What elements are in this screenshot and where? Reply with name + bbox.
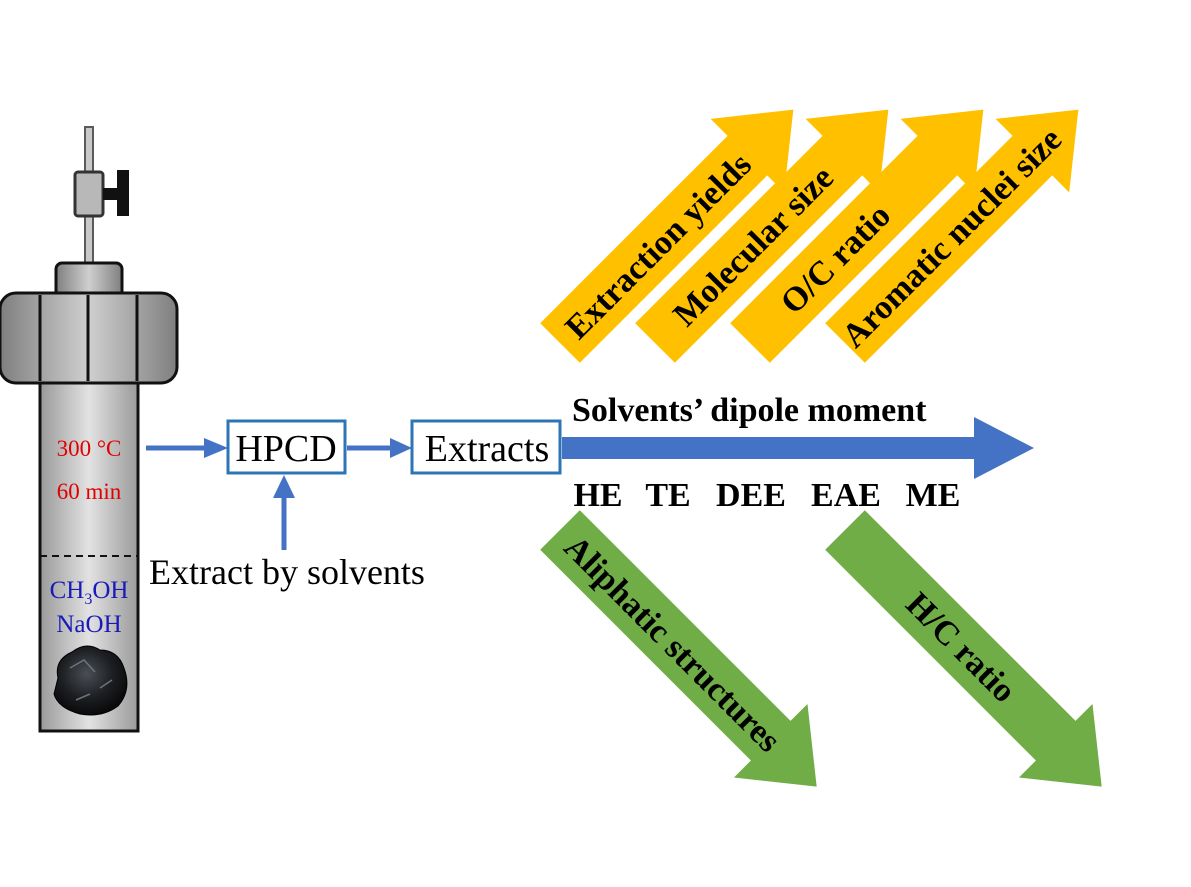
reactor-vessel — [0, 126, 179, 733]
dipole-moment-arrow — [562, 417, 1034, 479]
valve-body — [73, 170, 105, 218]
solvent-input-arrow — [273, 475, 295, 550]
solvent-me: ME — [906, 477, 961, 514]
time-label: 60 min — [57, 479, 122, 504]
dipole-moment-label: Solvents’ dipole moment — [572, 392, 927, 429]
trend-arrow-aliphatic-structures: Aliphatic structures — [540, 510, 817, 787]
trend-label-hc-ratio: H/C ratio — [898, 586, 1022, 710]
trend-arrow-hc-ratio: H/C ratio — [825, 510, 1102, 787]
reactor-labels: 300 °C 60 min CH3OH NaOH — [50, 436, 129, 638]
valve-handle — [117, 170, 129, 216]
trend-label-aliphatic-structures: Aliphatic structures — [557, 529, 788, 760]
solvent-labels: HE TE DEE EAE ME — [573, 477, 960, 514]
solvent-he: HE — [573, 477, 622, 514]
reagent-methanol: CH3OH — [50, 577, 129, 608]
solvent-te: TE — [645, 477, 690, 514]
reagent-naoh: NaOH — [56, 611, 121, 638]
extracts-label: Extracts — [425, 428, 550, 470]
hpcd-label: HPCD — [235, 428, 336, 470]
flow-arrow-hpcd-to-extracts — [347, 438, 412, 458]
flow-arrow-reactor-to-hpcd — [146, 438, 228, 458]
valve-handle-arm — [103, 188, 117, 200]
hpcd-box — [226, 419, 347, 475]
extracts-box — [410, 419, 562, 475]
solvent-dee: DEE — [716, 477, 786, 514]
coal-sample-icon — [53, 645, 128, 716]
temperature-label: 300 °C — [57, 436, 122, 461]
solvent-input-label: Extract by solvents — [149, 552, 425, 592]
solvent-eae: EAE — [811, 477, 881, 514]
coal-texture — [69, 659, 113, 701]
